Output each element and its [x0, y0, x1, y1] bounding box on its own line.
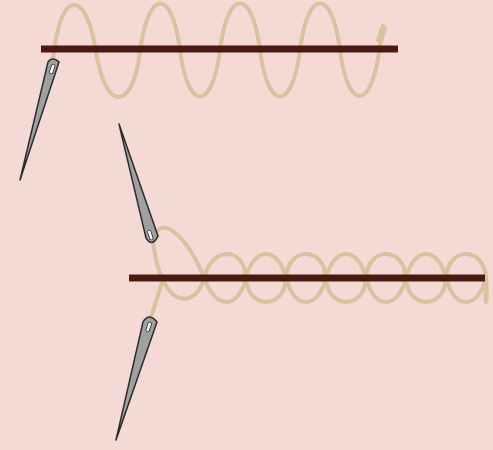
fabric-edge-bottom: [129, 275, 485, 282]
fabric-edge-top: [41, 46, 398, 53]
